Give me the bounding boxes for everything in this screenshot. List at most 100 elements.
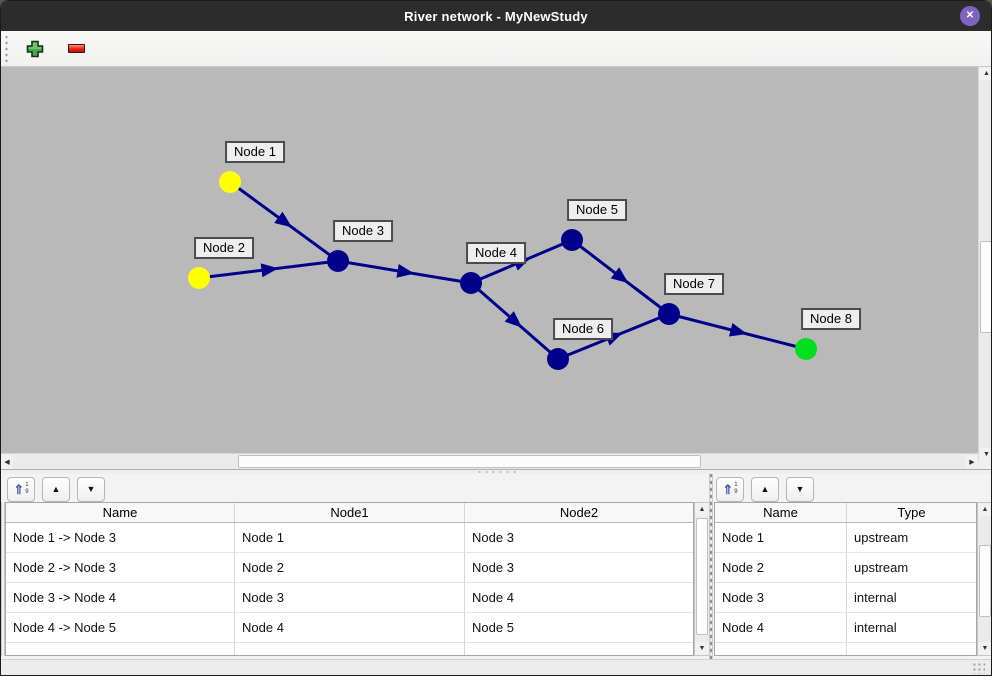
- vertical-splitter[interactable]: [709, 474, 713, 659]
- column-header[interactable]: Name: [715, 503, 847, 522]
- table-cell: [847, 643, 976, 655]
- column-header[interactable]: Type: [897, 505, 926, 520]
- hscroll-thumb[interactable]: [238, 455, 701, 468]
- down-arrow-icon: ▼: [86, 484, 96, 494]
- move-down-button[interactable]: ▼: [77, 476, 105, 502]
- table-cell: Node 4: [235, 613, 465, 642]
- table-cell: Node 2: [715, 553, 847, 582]
- canvas-hscrollbar[interactable]: ◀ ▶: [1, 453, 978, 469]
- node-label: Node 1: [225, 141, 285, 163]
- column-header[interactable]: Node2: [559, 505, 599, 520]
- scroll-down-button[interactable]: ▼: [695, 642, 709, 655]
- scroll-up-button[interactable]: ▲: [695, 503, 709, 516]
- table-header-row: Name Type: [715, 503, 976, 523]
- left-panel-grip[interactable]: [1, 502, 5, 656]
- table-cell: Node 2: [235, 553, 465, 582]
- minus-icon: [67, 44, 85, 53]
- toolbar-drag-handle[interactable]: [4, 35, 9, 62]
- table-cell: Node 1: [715, 523, 847, 552]
- scroll-up-button[interactable]: ▲: [978, 503, 991, 516]
- network-node[interactable]: [460, 272, 482, 294]
- move-up-button[interactable]: ▲: [42, 476, 70, 502]
- table-cell: upstream: [854, 530, 909, 545]
- plus-icon: [26, 40, 44, 57]
- node-label: Node 2: [194, 237, 254, 259]
- table-cell: internal: [854, 620, 897, 635]
- node-label: Node 8: [801, 308, 861, 330]
- vscroll-thumb[interactable]: [980, 241, 991, 333]
- network-node[interactable]: [795, 338, 817, 360]
- table-cell: Node 4 -> Node 5: [6, 613, 235, 642]
- scroll-left-button[interactable]: ◀: [1, 455, 13, 469]
- add-node-button[interactable]: [20, 35, 50, 63]
- window-title: River network - MyNewStudy: [404, 8, 588, 24]
- network-node[interactable]: [658, 303, 680, 325]
- table-cell: Node 1 -> Node 3: [6, 523, 235, 552]
- titlebar[interactable]: River network - MyNewStudy ✕: [1, 1, 991, 31]
- node-row[interactable]: Node 1 upstream: [715, 523, 976, 553]
- close-button[interactable]: ✕: [960, 6, 980, 26]
- column-header[interactable]: Name: [6, 503, 235, 522]
- table-cell: Node 1: [235, 523, 465, 552]
- table-cell: Node 3 -> Node 4: [6, 583, 235, 612]
- network-node[interactable]: [327, 250, 349, 272]
- reaches-table-vscrollbar[interactable]: ▲ ▼: [694, 502, 710, 656]
- table-cell: Node 2 -> Node 3: [6, 553, 235, 582]
- right-arrow-icon: ▶: [969, 458, 975, 466]
- flow-direction-arrow-icon: [260, 263, 279, 278]
- table-cell: [235, 643, 465, 655]
- table-cell: upstream: [854, 560, 909, 575]
- remove-node-button[interactable]: [61, 35, 91, 63]
- flow-direction-arrow-icon: [728, 322, 748, 337]
- canvas-vscrollbar[interactable]: ▲ ▼: [978, 67, 991, 461]
- table-cell: [715, 643, 847, 655]
- table-cell: [465, 643, 693, 655]
- up-arrow-icon: ▲: [760, 484, 770, 494]
- network-node[interactable]: [219, 171, 241, 193]
- status-bar: [1, 659, 991, 675]
- scroll-up-button[interactable]: ▲: [979, 67, 991, 80]
- scroll-down-button[interactable]: ▼: [978, 642, 991, 655]
- scroll-right-button[interactable]: ▶: [966, 455, 978, 469]
- node-label: Node 4: [466, 242, 526, 264]
- resize-grip[interactable]: [972, 662, 985, 674]
- column-header[interactable]: Node1: [235, 503, 465, 522]
- nodes-table-vscrollbar[interactable]: ▲ ▼: [977, 502, 991, 656]
- move-down-button[interactable]: ▼: [786, 476, 814, 502]
- network-node[interactable]: [561, 229, 583, 251]
- node-row[interactable]: [715, 643, 976, 655]
- up-arrow-icon: ▲: [983, 70, 990, 77]
- network-node[interactable]: [547, 348, 569, 370]
- table-cell: Node 4: [472, 590, 514, 605]
- flow-direction-arrow-icon: [504, 311, 523, 328]
- flow-direction-arrow-icon: [396, 263, 415, 278]
- table-cell: Node 3: [235, 583, 465, 612]
- vscroll-thumb[interactable]: [696, 518, 708, 635]
- scrollbar-corner: [978, 461, 991, 469]
- vscroll-thumb[interactable]: [979, 545, 991, 617]
- reach-row[interactable]: [6, 643, 693, 655]
- node-row[interactable]: Node 2 upstream: [715, 553, 976, 583]
- table-cell: Node 3: [715, 583, 847, 612]
- network-node[interactable]: [188, 267, 210, 289]
- horizontal-splitter[interactable]: [1, 469, 991, 474]
- table-cell: Node 5: [472, 620, 514, 635]
- scroll-down-button[interactable]: ▼: [979, 448, 991, 461]
- move-up-button[interactable]: ▲: [751, 476, 779, 502]
- flow-direction-arrow-icon: [274, 211, 293, 228]
